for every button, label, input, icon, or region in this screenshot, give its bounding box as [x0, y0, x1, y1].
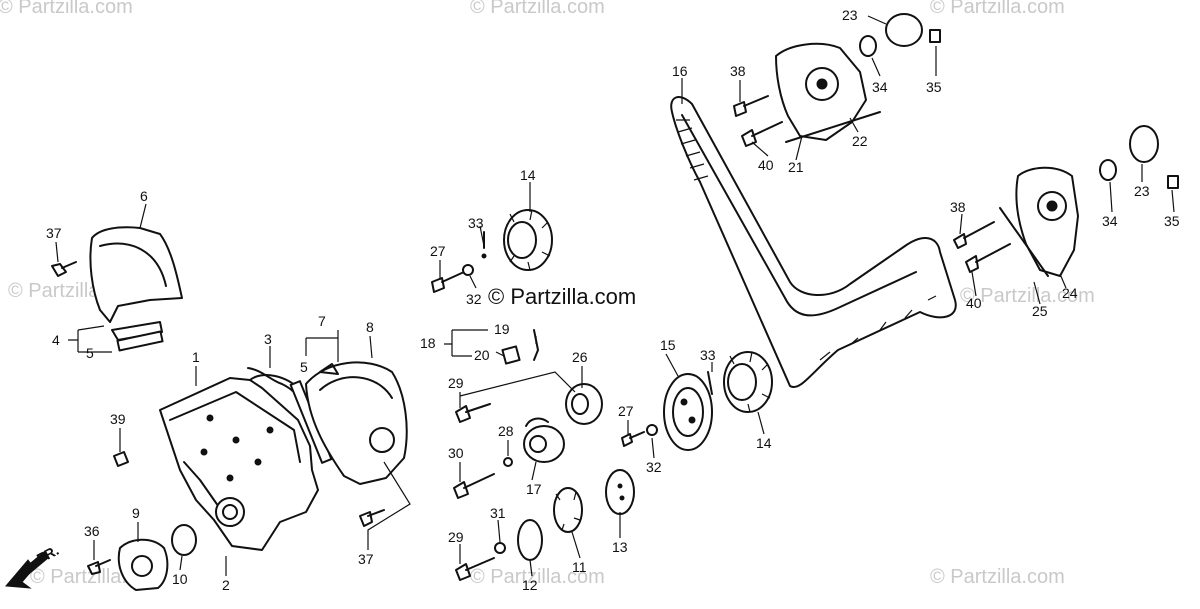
callout-16: 16: [672, 63, 688, 79]
callout-4: 4: [52, 332, 60, 348]
guide-plate: [517, 519, 543, 561]
callout-13: 13: [612, 539, 628, 555]
callout-6: 6: [140, 188, 148, 204]
callout-18: 18: [420, 335, 436, 351]
drive-gear: [605, 469, 635, 515]
oil-seal-lower: [1099, 159, 1117, 181]
callout-23: 23: [1134, 183, 1150, 199]
callout-32: 32: [646, 459, 662, 475]
callout-29: 29: [448, 375, 464, 391]
callout-10: 10: [172, 571, 188, 587]
callout-5: 5: [300, 359, 308, 375]
lower-timing-cover: [305, 361, 408, 485]
cap-lower: [1167, 175, 1179, 189]
upper-timing-cover: [89, 226, 183, 352]
callout-14: 14: [520, 167, 536, 183]
gasket-lower: [1129, 125, 1159, 163]
callout-37: 37: [358, 551, 374, 567]
callout-36: 36: [84, 523, 100, 539]
watermark: © Partzilla.com: [960, 285, 1095, 307]
timing-pulley-left: [503, 209, 553, 271]
callout-29: 29: [448, 529, 464, 545]
callout-22: 22: [852, 133, 868, 149]
callout-19: 19: [494, 321, 510, 337]
watermark: © Partzilla.com: [470, 566, 605, 588]
brand-watermark: © Partzilla.com: [488, 284, 637, 309]
callout-2: 2: [222, 577, 230, 593]
callout-40: 40: [966, 295, 982, 311]
callout-7: 7: [318, 313, 326, 329]
callout-27: 27: [618, 403, 634, 419]
callout-26: 26: [572, 349, 588, 365]
watermark: © Partzilla.com: [470, 0, 605, 18]
callout-1: 1: [192, 349, 200, 365]
callout-labels: 1 2 3 4 5 5 6 7 8 9 10 11 12 13 14 14 15…: [46, 7, 1180, 593]
pump-cover: [117, 538, 169, 591]
timing-pulley-lower: [723, 351, 773, 413]
callout-21: 21: [788, 159, 804, 175]
callout-33: 33: [700, 347, 716, 363]
callout-32: 32: [466, 291, 482, 307]
callout-35: 35: [926, 79, 942, 95]
callout-35: 35: [1164, 213, 1180, 229]
cap-upper: [929, 29, 941, 43]
callout-5: 5: [86, 345, 94, 361]
idler-pulley: [565, 383, 603, 425]
callout-38: 38: [950, 199, 966, 215]
callout-37: 37: [46, 225, 62, 241]
timing-belt-cover: [159, 374, 319, 551]
callout-34: 34: [1102, 213, 1118, 229]
callout-24: 24: [1062, 285, 1078, 301]
watermark: © Partzilla.com: [930, 0, 1065, 18]
callout-28: 28: [498, 423, 514, 439]
front-direction-arrow-icon: [4, 551, 49, 589]
callout-15: 15: [660, 337, 676, 353]
tensioner-pulley: [523, 417, 565, 463]
crankshaft-pulley: [553, 487, 583, 533]
callout-40: 40: [758, 157, 774, 173]
callout-17: 17: [526, 481, 542, 497]
bolts: [51, 95, 1011, 581]
callout-25: 25: [1032, 303, 1048, 319]
watermark: © Partzilla.com: [0, 0, 133, 18]
timing-belt: [670, 96, 957, 389]
leader-lines: [55, 15, 1175, 577]
oil-seal-upper: [859, 35, 877, 57]
callout-31: 31: [490, 505, 506, 521]
gasket-upper: [885, 13, 923, 47]
callout-3: 3: [264, 331, 272, 347]
callout-38: 38: [730, 63, 746, 79]
callout-14: 14: [756, 435, 772, 451]
callout-33: 33: [468, 215, 484, 231]
pulley-plate: [663, 373, 713, 451]
callout-23: 23: [842, 7, 858, 23]
callout-20: 20: [474, 347, 490, 363]
callout-12: 12: [522, 577, 538, 593]
callout-11: 11: [572, 559, 587, 575]
callout-34: 34: [872, 79, 888, 95]
callout-39: 39: [110, 411, 126, 427]
back-cover-lower: [999, 166, 1079, 277]
callout-30: 30: [448, 445, 464, 461]
back-cover-upper: [775, 42, 881, 143]
o-ring: [171, 524, 197, 556]
callout-9: 9: [132, 505, 140, 521]
callout-8: 8: [366, 319, 374, 335]
callout-27: 27: [430, 243, 446, 259]
watermark: © Partzilla.com: [930, 566, 1065, 588]
